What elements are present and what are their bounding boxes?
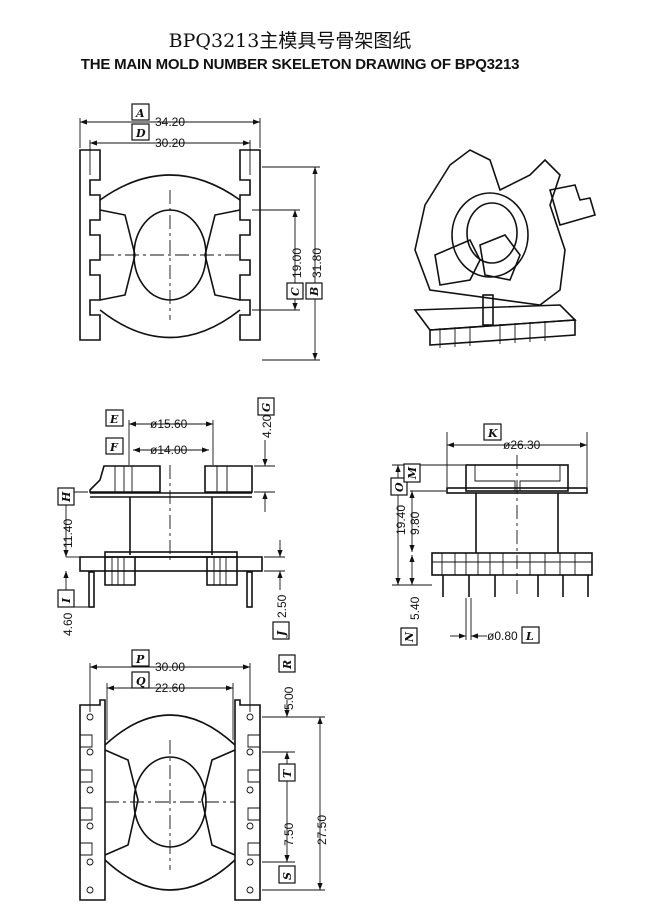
dim-letter-r: R [281, 660, 294, 670]
dim-letter-k: K [487, 427, 498, 440]
side-view: E ø15.60 F ø14.00 4.20 G H 11.40 I 4.60 … [57, 397, 290, 640]
dim-letter-d: D [135, 127, 146, 140]
top-view: A 34.20 D 30.20 19.00 31.80 C B [79, 103, 324, 361]
dim-value-r: 5.00 [282, 686, 296, 710]
dim-value-a: 34.20 [155, 115, 185, 129]
dim-value-b: 31.80 [310, 248, 324, 278]
front-view: K ø26.30 O M 19.40 9.80 5.40 N ø0.80 L [390, 423, 593, 646]
dim-letter-o: O [393, 482, 406, 492]
dim-letter-a: A [135, 107, 145, 120]
dim-value-o: 19.40 [394, 505, 408, 535]
dim-value-j: 2.50 [275, 594, 289, 618]
dim-value-g: 4.20 [260, 414, 274, 438]
dim-letter-e: E [109, 413, 119, 426]
drawing-title: BPQ3213主模具号骨架图纸 [168, 30, 412, 52]
dim-value-e: ø15.60 [150, 417, 188, 431]
dim-value-h: 11.40 [61, 519, 75, 548]
dim-value-s: 7.50 [282, 822, 296, 846]
dim-letter-l: L [525, 630, 534, 643]
dim-value-c: 19.00 [290, 248, 304, 278]
dim-value-m: 9.80 [408, 511, 422, 535]
bottom-view: P 30.00 Q 22.60 R 5.00 T 27.50 7.50 S [79, 649, 329, 901]
dim-letter-h: H [60, 491, 73, 503]
dim-value-l: ø0.80 [487, 629, 518, 643]
dim-value-p: 30.00 [155, 660, 185, 674]
dim-value-t: 27.50 [315, 815, 329, 845]
dim-letter-s: S [281, 872, 294, 880]
dim-letter-t: T [281, 769, 294, 778]
dim-letter-m: M [406, 466, 419, 480]
dim-value-i: 4.60 [61, 612, 75, 636]
dim-letter-f: F [109, 441, 119, 454]
dim-letter-n: N [403, 631, 416, 643]
dim-value-f: ø14.00 [150, 443, 188, 457]
dim-value-k: ø26.30 [503, 438, 541, 452]
dim-letter-c: C [289, 287, 302, 296]
dim-letter-p: P [135, 653, 145, 666]
dim-letter-b: B [308, 287, 321, 297]
dim-value-n: 5.40 [408, 596, 422, 620]
drawing-subtitle: THE MAIN MOLD NUMBER SKELETON DRAWING OF… [80, 56, 520, 73]
dim-letter-j: J [275, 630, 288, 638]
dim-value-q: 22.60 [155, 681, 185, 695]
dim-letter-i: I [60, 597, 73, 604]
dim-value-d: 30.20 [155, 136, 185, 150]
dim-letter-g: G [260, 403, 273, 412]
isometric-view [413, 149, 596, 348]
dim-letter-q: Q [136, 675, 146, 688]
